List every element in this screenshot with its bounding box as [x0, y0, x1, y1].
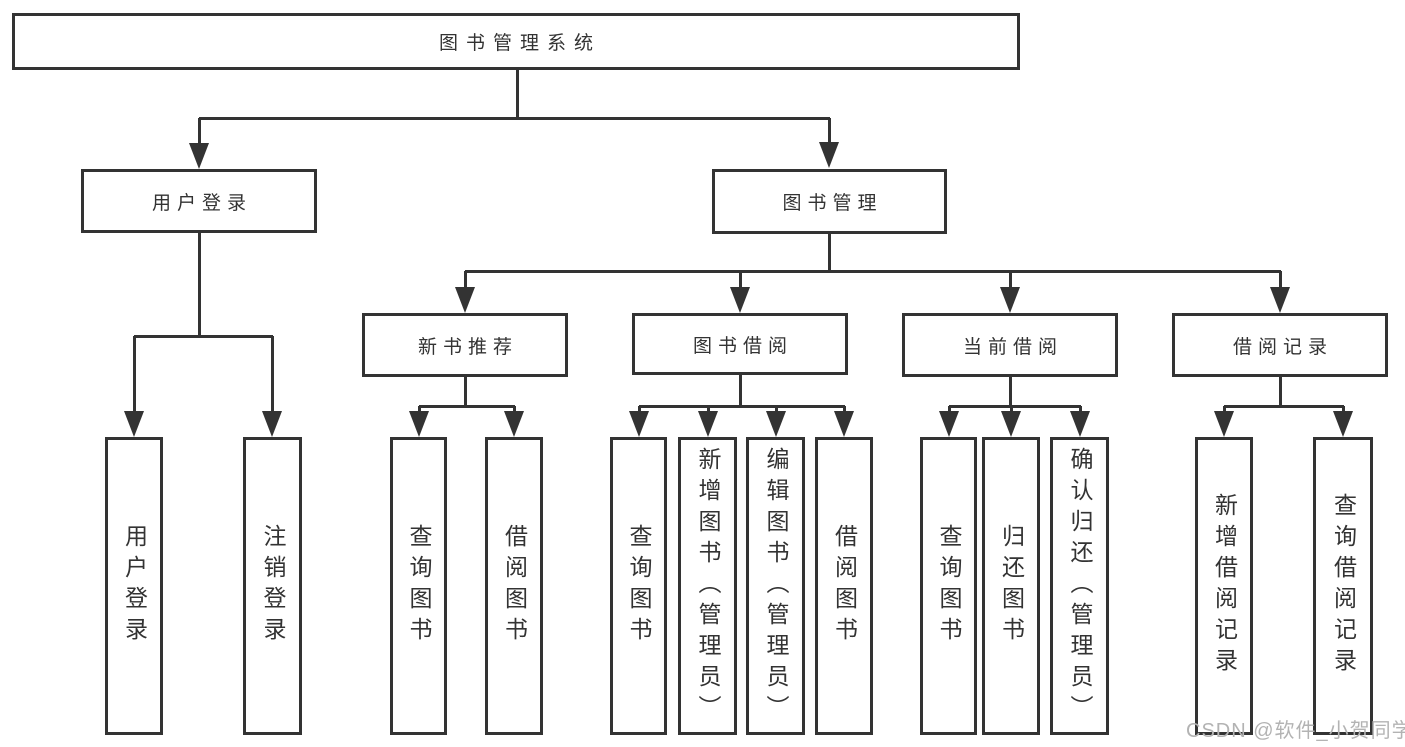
arrow-down-icon	[455, 287, 475, 313]
node-label: 借阅图书	[501, 524, 528, 648]
arrow-down-icon	[1333, 411, 1353, 437]
connector-line	[1279, 271, 1282, 287]
arrow-down-icon	[409, 411, 429, 437]
connector-line	[639, 405, 845, 408]
node-label: 注销登录	[260, 524, 286, 648]
arrow-down-icon	[730, 287, 750, 313]
arrow-down-icon	[698, 411, 718, 437]
connector-line	[1079, 406, 1082, 413]
connector-line	[516, 70, 519, 118]
leaf-add-books-admin: 新增图书（管理员）	[678, 437, 737, 735]
connector-line	[464, 271, 467, 287]
arrow-down-icon	[939, 411, 959, 437]
node-root: 图书管理系统	[12, 13, 1020, 70]
leaf-borrow-books-1: 借阅图书	[485, 437, 543, 735]
node-label: 查询图书	[936, 524, 962, 648]
connector-line	[418, 406, 421, 413]
node-label: 编辑图书（管理员）	[763, 446, 789, 726]
connector-line	[775, 406, 778, 413]
leaf-edit-books-admin: 编辑图书（管理员）	[746, 437, 805, 735]
connector-line	[948, 406, 951, 413]
node-label: 查询图书	[626, 524, 652, 648]
node-label: 借阅图书	[831, 524, 858, 648]
connector-line	[198, 118, 201, 143]
arrow-down-icon	[834, 411, 854, 437]
connector-line	[828, 118, 831, 142]
connector-line	[1342, 406, 1345, 413]
leaf-query-books-3: 查询图书	[920, 437, 977, 735]
connector-line	[271, 336, 274, 411]
arrow-down-icon	[1000, 287, 1020, 313]
watermark: CSDN @软件_小贺同学	[1186, 720, 1405, 742]
leaf-query-books-1: 查询图书	[390, 437, 447, 735]
node-borrow-records: 借阅记录	[1172, 313, 1388, 377]
arrow-down-icon	[819, 142, 839, 168]
leaf-borrow-books-2: 借阅图书	[815, 437, 873, 735]
connector-line	[1224, 405, 1344, 408]
connector-line	[1279, 377, 1282, 406]
arrow-down-icon	[189, 143, 209, 169]
connector-line	[1010, 406, 1013, 413]
connector-line	[198, 233, 201, 336]
arrow-down-icon	[1270, 287, 1290, 313]
node-label: 借阅记录	[1232, 336, 1333, 358]
arrow-down-icon	[1070, 411, 1090, 437]
node-label: 新增图书（管理员）	[695, 446, 721, 726]
arrow-down-icon	[1001, 411, 1021, 437]
connector-line	[843, 406, 846, 413]
leaf-query-books-2: 查询图书	[610, 437, 667, 735]
leaf-query-borrow-record: 查询借阅记录	[1313, 437, 1373, 735]
node-label: 查询借阅记录	[1330, 493, 1357, 679]
arrow-down-icon	[504, 411, 524, 437]
node-book-management: 图书管理	[712, 169, 947, 234]
arrow-down-icon	[766, 411, 786, 437]
node-book-borrow: 图书借阅	[632, 313, 848, 375]
connector-line	[465, 270, 1281, 273]
node-label: 用户登录	[151, 192, 252, 214]
node-label: 新增借阅记录	[1211, 493, 1238, 679]
node-label: 新书推荐	[417, 336, 518, 358]
connector-line	[739, 375, 742, 406]
connector-line	[513, 406, 516, 413]
connector-line	[828, 234, 831, 272]
connector-line	[1009, 377, 1012, 406]
node-current-borrow: 当前借阅	[902, 313, 1118, 377]
leaf-logout: 注销登录	[243, 437, 302, 735]
node-user-login: 用户登录	[81, 169, 317, 233]
connector-line	[134, 335, 273, 338]
arrow-down-icon	[262, 411, 282, 437]
node-label: 确认归还（管理员）	[1067, 446, 1093, 726]
connector-line	[707, 406, 710, 413]
leaf-confirm-return-admin: 确认归还（管理员）	[1050, 437, 1109, 735]
connector-line	[1223, 406, 1226, 413]
leaf-return-books: 归还图书	[982, 437, 1040, 735]
leaf-user-login: 用户登录	[105, 437, 163, 735]
arrow-down-icon	[629, 411, 649, 437]
connector-line	[1009, 271, 1012, 287]
connector-line	[739, 271, 742, 287]
node-label: 归还图书	[998, 524, 1025, 648]
connector-line	[638, 406, 641, 413]
node-label: 图书管理	[782, 193, 883, 214]
node-label: 图书管理系统	[438, 33, 601, 54]
leaf-add-borrow-record: 新增借阅记录	[1195, 437, 1253, 735]
node-label: 查询图书	[406, 524, 432, 648]
node-label: 当前借阅	[962, 336, 1063, 358]
connector-line	[949, 405, 1081, 408]
arrow-down-icon	[124, 411, 144, 437]
connector-line	[133, 336, 136, 411]
connector-line	[419, 405, 515, 408]
node-label: 图书借阅	[692, 335, 793, 357]
node-label: 用户登录	[121, 524, 148, 648]
node-new-book-recommend: 新书推荐	[362, 313, 568, 377]
arrow-down-icon	[1214, 411, 1234, 437]
connector-line	[464, 377, 467, 406]
connector-line	[199, 117, 830, 120]
